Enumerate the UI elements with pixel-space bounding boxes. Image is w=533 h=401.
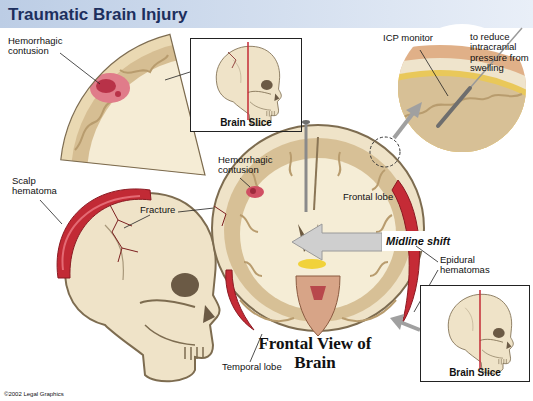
anatomy-label: Hemorrhagic contusion — [218, 155, 280, 176]
arrow-head — [406, 102, 422, 118]
icp-inset — [215, 20, 533, 401]
third-ventricle — [298, 259, 326, 269]
view-caption: Frontal View of Brain — [255, 335, 375, 372]
scalp-hematoma — [57, 189, 151, 278]
note-text: to reduce intracranial pressure from swe… — [470, 32, 532, 74]
brainstem — [296, 276, 340, 336]
fracture-line — [110, 205, 138, 262]
anatomy-label: Hemorrhagic contusion — [8, 36, 70, 57]
skull-side-view — [448, 294, 513, 373]
slice-line — [479, 290, 481, 368]
device-label: ICP monitor — [383, 33, 453, 43]
leader-line — [420, 50, 448, 96]
epidural-hematoma — [226, 270, 254, 330]
temporal-lobe-outline — [240, 300, 396, 321]
box-caption: Brain Slice — [449, 367, 501, 381]
arrow-head — [390, 314, 404, 330]
leader-line — [240, 178, 250, 187]
copyright-note: ©2002 Legal Graphics — [4, 391, 124, 398]
dura-layer — [240, 70, 533, 401]
pons — [310, 286, 326, 300]
anatomy-label: Fracture — [140, 205, 190, 215]
midline-shift-arrow — [292, 224, 382, 260]
leader-line — [40, 200, 62, 224]
box-caption: Brain Slice — [220, 117, 272, 131]
anatomy-label: Frontal lobe — [343, 192, 413, 202]
magnify-circle — [370, 137, 400, 167]
icp-probe — [438, 88, 470, 126]
icp-probe-cap — [302, 120, 310, 124]
effect-label: Midline shift — [386, 235, 462, 247]
icp-probe — [305, 122, 308, 212]
bone-layer — [228, 58, 533, 401]
skull-side-view — [216, 46, 281, 125]
leader-line — [165, 72, 190, 80]
contusion — [246, 186, 264, 198]
contusion-core — [250, 188, 256, 194]
title-band — [0, 0, 533, 28]
box-background — [190, 38, 302, 132]
anatomy-label: Scalp hematoma — [12, 176, 62, 197]
box-background — [420, 285, 530, 382]
gyri — [75, 55, 168, 150]
anatomy-label: Temporal lobe — [222, 362, 302, 372]
fracture-line — [214, 206, 226, 226]
epidural-hematoma — [392, 180, 420, 324]
scalp-layer — [215, 45, 533, 401]
contusion-spot — [115, 91, 121, 97]
slice-line — [247, 42, 249, 120]
fracture-line — [228, 52, 236, 68]
midline-fissure — [314, 137, 318, 210]
inset-box: Brain Slice — [190, 38, 302, 132]
magnify-arrow — [394, 112, 414, 138]
wedge-outline — [61, 34, 205, 175]
pointer-arrow — [400, 322, 420, 330]
hematoma-highlight — [63, 196, 140, 270]
title-text: Traumatic Brain Injury — [8, 5, 188, 25]
inset-box: Brain Slice — [420, 285, 530, 382]
contusion-core — [96, 79, 116, 93]
label-band — [382, 231, 462, 251]
contusion — [90, 73, 130, 103]
anatomy-label: Epidural hematomas — [440, 255, 498, 276]
white-matter — [240, 158, 396, 310]
leader-line — [60, 53, 100, 84]
